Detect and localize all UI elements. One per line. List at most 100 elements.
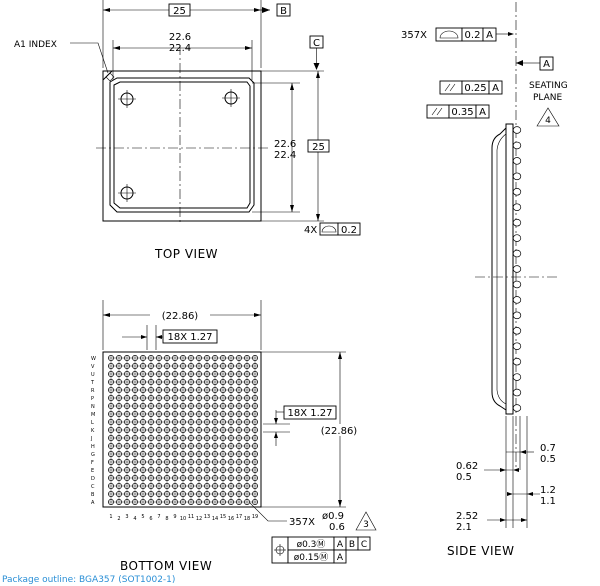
col-label: 2: [117, 516, 120, 522]
top-inner-width-max: 22.6: [169, 32, 191, 43]
par1-tolerance: 0.25: [464, 83, 486, 94]
bottom-view-label: BOTTOM VIEW: [120, 559, 212, 573]
col-label: 12: [196, 516, 202, 522]
row-label: V: [91, 364, 95, 370]
col-label: 17: [236, 514, 242, 520]
pitch-y-value: 18X 1.27: [287, 408, 332, 419]
side-solder-ball: [512, 126, 522, 134]
row-label: J: [90, 436, 92, 442]
ball-leader: [249, 502, 287, 522]
profile-tolerance: 0.2: [465, 30, 481, 41]
top-view-lid-inner: [113, 81, 251, 209]
standoff-max: 0.62: [456, 461, 478, 472]
col-label: 3: [125, 514, 128, 520]
pos2-tolerance: ø0.15Ⓜ: [294, 552, 329, 563]
datum-c-label: C: [313, 38, 320, 49]
pos2-datum-1: A: [337, 553, 344, 563]
row-label: R: [91, 388, 95, 394]
side-solder-ball: [512, 388, 522, 397]
pos1-datum-2: B: [349, 540, 355, 550]
row-label: F: [91, 460, 94, 466]
col-label: 19: [252, 514, 258, 520]
ball-dia-min: 0.6: [329, 522, 345, 533]
side-solder-ball: [512, 218, 522, 227]
col-label: 7: [157, 514, 160, 520]
col-label: 4: [133, 516, 136, 522]
note-4-label: 4: [545, 116, 551, 126]
side-solder-ball: [512, 280, 522, 289]
col-label: 13: [204, 514, 210, 520]
top-width-box: [168, 3, 191, 17]
ball-dia-max: ø0.9: [322, 511, 344, 522]
side-solder-ball: [512, 234, 522, 242]
par1-datum: A: [492, 83, 499, 94]
row-label: P: [91, 396, 94, 402]
top-inner-height-max: 22.6: [274, 139, 296, 150]
col-label: 9: [173, 514, 176, 520]
col-label: 8: [165, 516, 168, 522]
row-label: W: [91, 356, 96, 362]
col-label: 14: [212, 516, 218, 522]
top-view-hole-2: [222, 89, 240, 107]
row-label: C: [91, 484, 95, 490]
side-balls: [512, 126, 522, 412]
col-label: 5: [141, 514, 144, 520]
pitch-y-box: [283, 405, 337, 420]
side-solder-ball: [512, 311, 522, 320]
profile-symbol-icon: [439, 30, 459, 39]
profile-datum: A: [486, 30, 493, 41]
pos1-tolerance: ø0.3Ⓜ: [297, 539, 326, 550]
row-label: H: [91, 444, 95, 450]
col-label: 6: [149, 516, 152, 522]
side-lid-profile: [491, 127, 507, 411]
profile-count: 357X: [401, 30, 427, 41]
top-inner-width-min: 22.4: [169, 43, 191, 54]
col-label: 15: [220, 514, 226, 520]
col-label: 16: [228, 516, 234, 522]
drawing-caption: Package outline: BGA357 (SOT1002-1): [2, 575, 176, 585]
top-width-value: 25: [173, 6, 186, 17]
top-height-value: 25: [312, 142, 325, 153]
datum-b-label: B: [280, 6, 287, 17]
pitch-x-value: 18X 1.27: [167, 332, 212, 343]
pos1-datum-1: A: [337, 540, 344, 550]
side-solder-ball: [512, 203, 522, 211]
bottom-view-outline: [102, 351, 262, 508]
col-label: 1: [109, 514, 112, 520]
flat-tolerance: 0.2: [341, 225, 357, 236]
datum-a-box: [539, 56, 554, 71]
seating-plane-1: SEATING: [529, 81, 568, 91]
a1-index-mark: [105, 72, 115, 82]
side-solder-ball: [512, 157, 522, 165]
flatness-symbol-icon: [321, 225, 337, 233]
row-label: A: [91, 500, 95, 506]
pitch-x-box: [162, 329, 218, 344]
parallelism-icon-2: [431, 107, 443, 116]
top-view-lid-outer: [109, 77, 255, 213]
col-label: 10: [180, 516, 186, 522]
substrate-min: 1.1: [540, 496, 556, 507]
pos1-datum-3: C: [361, 540, 367, 550]
row-label: D: [91, 476, 95, 482]
row-label: G: [91, 452, 95, 458]
col-label: 18: [244, 516, 250, 522]
side-solder-ball: [512, 188, 522, 196]
a1-index-label: A1 INDEX: [14, 40, 57, 50]
side-solder-ball: [512, 404, 522, 412]
row-label: T: [90, 380, 95, 386]
side-substrate: [505, 123, 514, 415]
top-height-box: [307, 139, 330, 153]
top-view-hole-1: [118, 90, 136, 108]
bottom-width-value: (22.86): [162, 311, 199, 322]
a1-index-leader: [70, 42, 109, 74]
substrate-max: 1.2: [540, 485, 556, 496]
side-solder-ball: [512, 296, 522, 304]
row-label: L: [91, 420, 94, 426]
parallelism-icon: [444, 83, 456, 92]
top-view-hole-3: [118, 184, 136, 202]
standoff-min: 0.5: [456, 472, 472, 483]
side-solder-ball: [512, 357, 522, 366]
side-solder-ball: [512, 141, 522, 150]
